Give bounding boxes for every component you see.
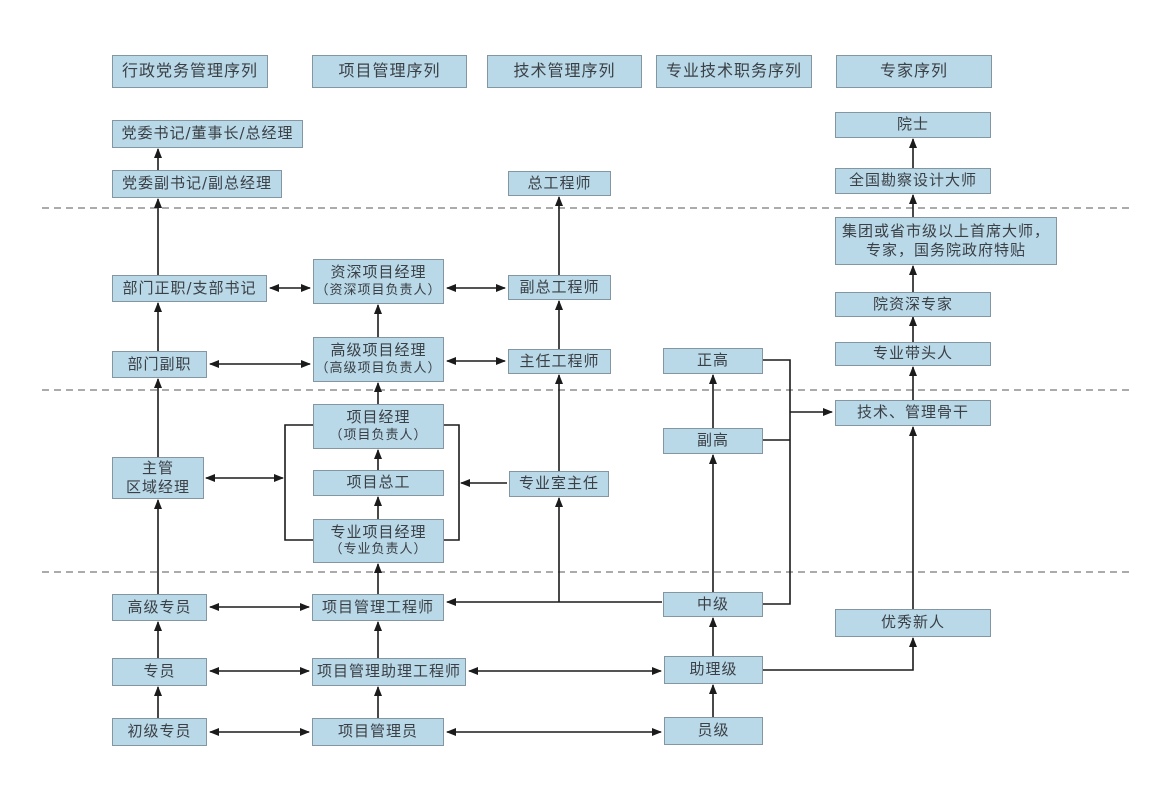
node-label: 项目经理 <box>346 408 411 427</box>
node-label-line2: （资深项目负责人） <box>315 282 442 298</box>
node-specialty-project-manager: 专业项目经理（专业负责人） <box>313 519 444 563</box>
node-label: 项目总工 <box>346 473 411 492</box>
node-intermediate-title: 中级 <box>663 592 763 617</box>
node-label-line2: （高级项目负责人） <box>315 360 442 376</box>
node-label: 副总工程师 <box>519 277 600 296</box>
node-label: 主任工程师 <box>519 351 600 370</box>
node-label: 项目管理工程师 <box>321 597 434 616</box>
header-tech-mgmt-sequence: 技术管理序列 <box>487 55 642 88</box>
header-admin-party-sequence: 行政党务管理序列 <box>112 55 268 88</box>
node-label: 党委书记/董事长/总经理 <box>121 124 294 143</box>
node-label: 高级项目经理 <box>330 341 427 360</box>
node-label: 正高 <box>696 351 729 370</box>
header-expert-sequence: 专家序列 <box>836 55 992 88</box>
node-label: 项目管理员 <box>337 722 418 741</box>
node-label: 项目管理助理工程师 <box>316 662 461 681</box>
node-label: 优秀新人 <box>880 613 945 632</box>
node-full-senior-title: 正高 <box>663 348 763 374</box>
node-label: 员级 <box>697 721 730 740</box>
node-outstanding-newcomer: 优秀新人 <box>835 609 991 637</box>
header-label: 专业技术职务序列 <box>665 61 802 81</box>
node-academician: 院士 <box>835 112 991 138</box>
header-label: 项目管理序列 <box>338 61 441 81</box>
node-dept-head-branch-secretary: 部门正职/支部书记 <box>112 275 267 302</box>
node-deputy-party-secretary-dgm: 党委副书记/副总经理 <box>112 170 282 198</box>
node-label: 部门正职/支部书记 <box>122 278 257 297</box>
node-label-line2: 区域经理 <box>125 478 190 496</box>
node-label: 技术、管理骨干 <box>856 403 969 422</box>
node-label: 专业项目经理 <box>330 522 427 541</box>
node-project-mgmt-assistant-engineer: 项目管理助理工程师 <box>312 658 466 686</box>
node-specialist: 专员 <box>112 658 207 686</box>
project-group-bracket-left <box>284 424 313 541</box>
node-assistant-title: 助理级 <box>664 656 763 684</box>
node-veteran-project-manager: 资深项目经理（资深项目负责人） <box>313 259 444 304</box>
node-national-survey-design-master: 全国勘察设计大师 <box>835 168 991 194</box>
node-staff-title: 员级 <box>664 717 763 745</box>
dashed-separators <box>42 207 1133 573</box>
node-label: 院资深专家 <box>872 294 953 313</box>
node-label: 院士 <box>896 115 929 134</box>
node-dept-deputy-head: 部门副职 <box>112 351 207 378</box>
node-label: 总工程师 <box>527 173 592 192</box>
node-label-line2: （项目负责人） <box>329 427 428 443</box>
node-principal-engineer: 主任工程师 <box>508 349 611 374</box>
title-bus-line <box>763 359 791 605</box>
exchange-arrows <box>205 284 833 736</box>
node-senior-project-manager: 高级项目经理（高级项目负责人） <box>313 337 444 382</box>
node-junior-specialist: 初级专员 <box>112 718 207 746</box>
node-label: 党委副书记/副总经理 <box>121 174 273 193</box>
node-label-line2: 专家，国务院政府特贴 <box>865 241 1026 259</box>
node-senior-specialist: 高级专员 <box>112 594 207 621</box>
bracket-connectors <box>284 359 917 671</box>
header-prof-tech-title-sequence: 专业技术职务序列 <box>656 55 812 88</box>
node-project-administrator: 项目管理员 <box>312 718 444 746</box>
node-project-mgmt-engineer: 项目管理工程师 <box>312 594 444 621</box>
promotion-arrows <box>154 138 917 718</box>
node-specialty-office-director: 专业室主任 <box>509 471 609 497</box>
node-label-line2: （专业负责人） <box>329 542 428 558</box>
node-label: 初级专员 <box>127 722 192 741</box>
node-tech-mgmt-backbone: 技术、管理骨干 <box>835 400 991 426</box>
node-discipline-leader: 专业带头人 <box>835 342 991 366</box>
node-associate-senior-title: 副高 <box>663 428 763 454</box>
node-label: 资深项目经理 <box>330 263 427 282</box>
node-label: 专员 <box>143 662 176 681</box>
node-label: 部门副职 <box>127 354 192 373</box>
node-party-secretary-chairman-gm: 党委书记/董事长/总经理 <box>112 120 303 148</box>
node-project-manager: 项目经理（项目负责人） <box>313 404 444 449</box>
node-label: 主管 <box>141 458 174 477</box>
node-supervisor-regional-manager: 主管区域经理 <box>112 457 204 499</box>
node-institute-senior-expert: 院资深专家 <box>835 292 991 317</box>
node-label: 高级专员 <box>127 597 192 616</box>
node-deputy-chief-engineer: 副总工程师 <box>508 275 611 300</box>
node-label: 专业室主任 <box>518 474 599 493</box>
assistant-to-newcomer-path <box>763 637 917 671</box>
node-label: 集团或省市级以上首席大师， <box>841 221 1050 240</box>
header-label: 技术管理序列 <box>513 61 616 81</box>
node-label: 副高 <box>696 431 729 450</box>
node-label: 专业带头人 <box>872 344 953 363</box>
node-chief-engineer: 总工程师 <box>508 171 611 196</box>
node-label: 助理级 <box>689 660 738 679</box>
node-label: 全国勘察设计大师 <box>848 171 977 190</box>
header-label: 专家序列 <box>879 61 948 81</box>
node-group-chief-master-expert: 集团或省市级以上首席大师，专家，国务院政府特贴 <box>835 217 1057 265</box>
project-group-bracket-right <box>444 424 460 541</box>
node-project-chief-engineer: 项目总工 <box>313 470 444 496</box>
header-project-mgmt-sequence: 项目管理序列 <box>312 55 467 88</box>
node-label: 中级 <box>696 594 729 613</box>
header-label: 行政党务管理序列 <box>121 61 258 81</box>
